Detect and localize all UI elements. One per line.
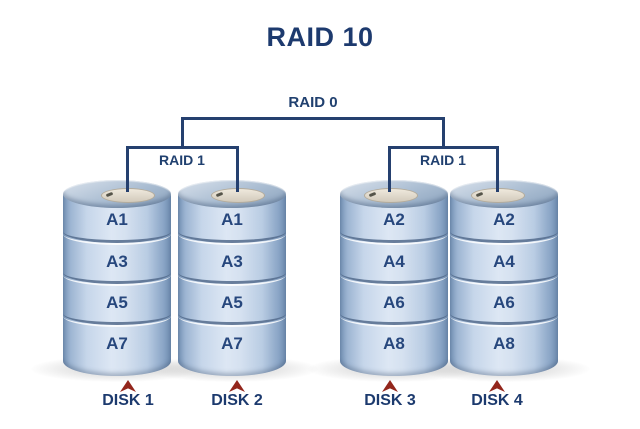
- disk4-segment-label: A2: [493, 210, 515, 229]
- raid1-right-label: RAID 1: [420, 152, 466, 168]
- raid1-right-bracket-horizontal-line: [388, 146, 499, 149]
- disk3-spindle-hub: [364, 188, 418, 203]
- disk4-segment-label: A8: [493, 334, 515, 353]
- disk-cylinder-1: A1 A3 A5 A7: [31, 180, 203, 390]
- disk2-label: DISK 2: [211, 392, 263, 409]
- disk3-label: DISK 3: [364, 392, 416, 409]
- raid1-right-drop-line-disk3: [388, 146, 391, 192]
- raid1-left-drop-line-disk1: [126, 146, 129, 192]
- disk4-label: DISK 4: [471, 392, 523, 409]
- raid1-left-drop-line-disk2: [236, 146, 239, 192]
- disk2-segment-label: A7: [221, 334, 243, 353]
- disk-cylinder-2: A1 A3 A5 A7: [146, 180, 318, 390]
- raid0-bracket-right-drop-line: [442, 117, 445, 149]
- disk1-label: DISK 1: [102, 392, 154, 409]
- raid0-bracket-left-drop-line: [181, 117, 184, 149]
- disk4-segment-label: A6: [493, 293, 515, 312]
- disk-cylinder-3: A2 A4 A6 A8: [308, 180, 480, 390]
- disk-cylinder-4: A2 A4 A6 A8: [418, 180, 590, 390]
- disk2-segment-label: A3: [221, 252, 243, 271]
- raid1-left-bracket-horizontal-line: [126, 146, 239, 149]
- raid0-bracket-horizontal-line: [181, 117, 445, 120]
- disk1-segment-label: A3: [106, 252, 128, 271]
- disk4-segment-label: A4: [493, 252, 515, 271]
- raid1-left-label: RAID 1: [159, 152, 205, 168]
- disk3-segment-label: A2: [383, 210, 405, 229]
- diagram-title: RAID 10: [266, 22, 374, 52]
- disk1-segment-label: A7: [106, 334, 128, 353]
- disk1-segment-label: A1: [106, 210, 128, 229]
- disk2-segment-label: A5: [221, 293, 243, 312]
- raid1-right-drop-line-disk4: [496, 146, 499, 192]
- disk3-segment-label: A4: [383, 252, 405, 271]
- disk1-segment-label: A5: [106, 293, 128, 312]
- disk2-segment-label: A1: [221, 210, 243, 229]
- raid0-label: RAID 0: [288, 94, 338, 111]
- disk3-segment-label: A6: [383, 293, 405, 312]
- disk3-segment-label: A8: [383, 334, 405, 353]
